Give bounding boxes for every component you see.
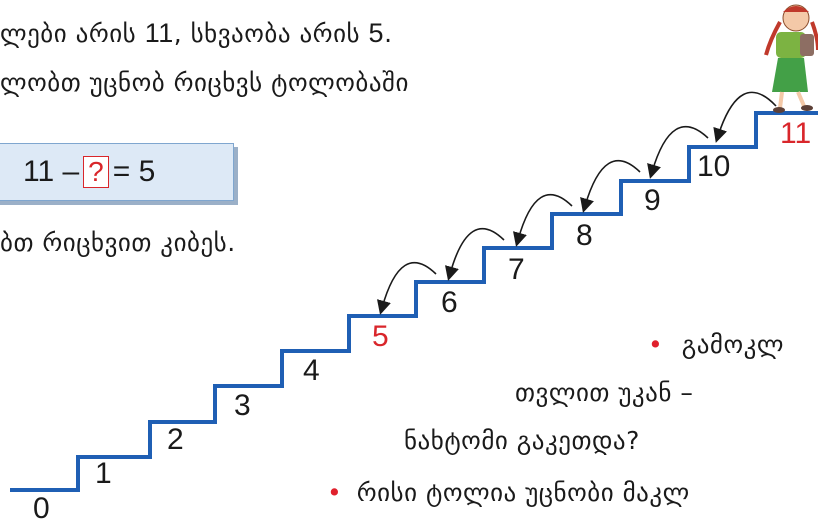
question-1-line-2: თვლით უკან – xyxy=(515,378,694,407)
number-difference: 5 xyxy=(368,18,385,48)
question-1-line-1: • გამოკლ xyxy=(648,330,784,359)
question-1-line-3: ნახტომი გაკეთდა? xyxy=(404,426,640,455)
equation-box: 11 – ? = 5 xyxy=(0,143,234,201)
question-text: გამოკლ xyxy=(681,330,785,359)
step-label-11: 11 xyxy=(780,117,812,150)
girl-illustration xyxy=(764,4,818,113)
equation: 11 – ? = 5 xyxy=(23,155,155,189)
step-label-10: 10 xyxy=(697,150,731,183)
step-label-4: 4 xyxy=(303,354,320,387)
problem-text-line-2: ლობთ უცნობ რიცხვს ტოლობაში xyxy=(0,68,409,97)
jump-arrow-10-9 xyxy=(647,125,709,179)
text-fragment: ლები არის xyxy=(0,19,145,48)
problem-text-line-1: ლები არის 11, სხვაობა არის 5. xyxy=(0,18,393,49)
step-label-5: 5 xyxy=(372,320,389,353)
jump-arrow-8-7 xyxy=(513,193,573,247)
stair-line xyxy=(10,111,818,492)
step-label-8: 8 xyxy=(576,219,593,252)
step-label-2: 2 xyxy=(167,423,184,456)
step-label-1: 1 xyxy=(95,457,112,490)
text-fragment: . xyxy=(384,19,393,48)
step-label-9: 9 xyxy=(644,184,661,217)
text-fragment: , სხვაობა არის xyxy=(173,19,369,48)
jump-arrow-7-6 xyxy=(445,227,505,281)
unknown-box: ? xyxy=(83,156,109,188)
question-2: • რისი ტოლია უცნობი მაკლ xyxy=(327,478,690,507)
step-label-3: 3 xyxy=(234,389,251,422)
step-label-0: 0 xyxy=(33,492,50,525)
step-label-7: 7 xyxy=(508,253,525,286)
equation-left: 11 – xyxy=(23,155,80,188)
bullet-icon: • xyxy=(648,330,664,359)
problem-text-line-3: ბთ რიცხვით კიბეს. xyxy=(0,228,236,257)
jump-arrow-9-8 xyxy=(580,159,641,213)
equation-right: = 5 xyxy=(112,155,156,188)
jump-arrow-11-10 xyxy=(713,91,777,143)
question-text: რისი ტოლია უცნობი მაკლ xyxy=(356,478,690,507)
number-sum: 11 xyxy=(144,18,174,48)
step-label-6: 6 xyxy=(441,286,458,319)
bullet-icon: • xyxy=(327,478,343,507)
jump-arrow-6-5 xyxy=(377,261,437,315)
